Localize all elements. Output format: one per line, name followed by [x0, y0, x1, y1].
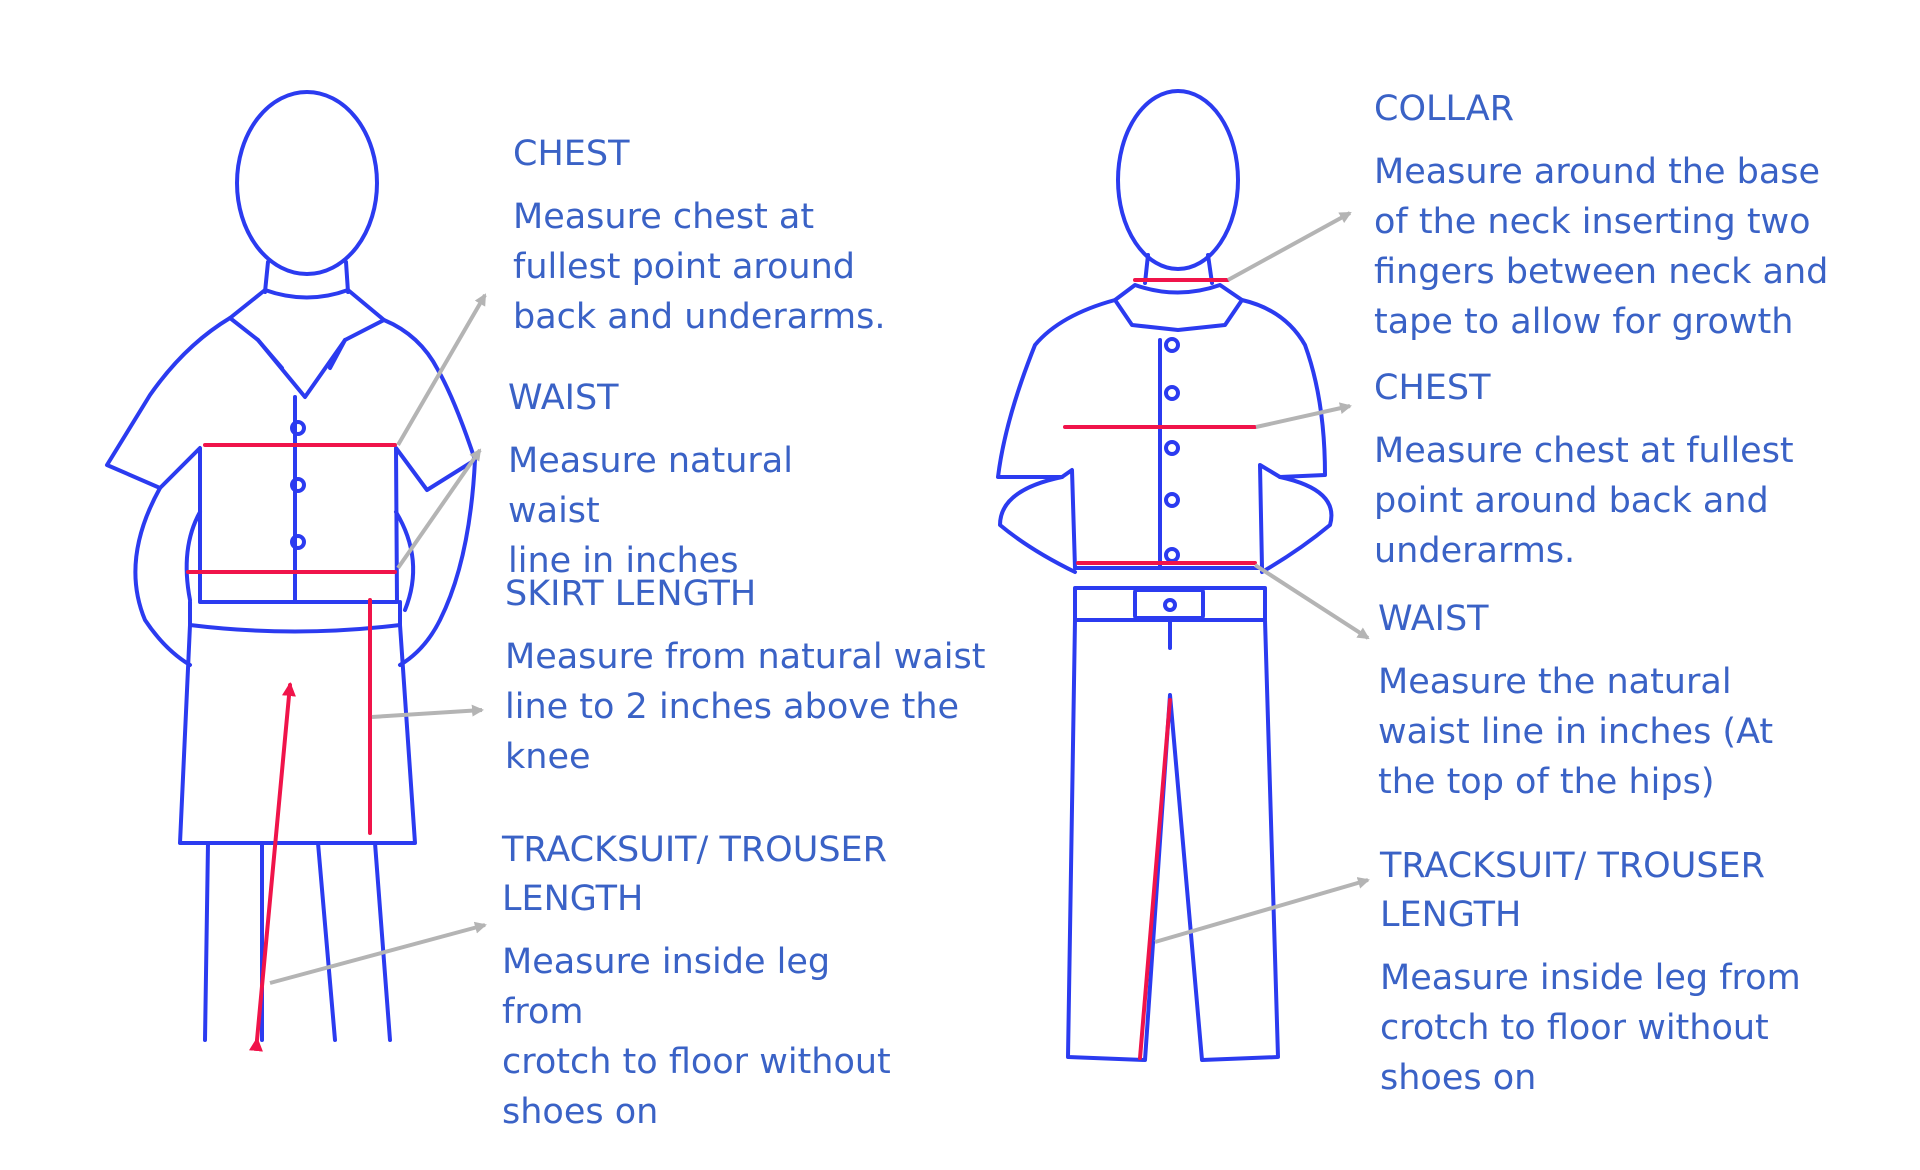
girl-pointer-arrows	[269, 293, 487, 985]
boy-belt-buckle	[1133, 588, 1205, 620]
girl-neck	[263, 260, 350, 294]
girl-chest-heading: CHEST	[513, 134, 630, 174]
girl-shirt	[105, 316, 477, 604]
boy-chest-instructions: Measure chest at fullest point around ba…	[1374, 431, 1794, 571]
girl-waist-pointer	[396, 448, 482, 570]
girl-inside-leg-measure	[249, 682, 296, 1052]
girl-chest-pointer	[396, 293, 487, 447]
boy-trouser-length-heading: TRACKSUIT/ TROUSER LENGTH	[1380, 846, 1765, 935]
boy-collar-instructions: Measure around the base of the neck inse…	[1374, 152, 1829, 342]
girl-chest-annotation: CHEST Measure chest at fullest point aro…	[513, 130, 893, 342]
boy-measure-lines	[1063, 278, 1257, 1060]
boy-waist-pointer	[1253, 563, 1370, 640]
girl-shirt-button	[290, 534, 306, 550]
boy-pointer-arrows	[1154, 211, 1370, 944]
girl-skirt-waistband	[188, 600, 402, 634]
boy-shirt-button	[1164, 547, 1180, 563]
boy-waist-annotation: WAIST Measure the natural waist line in …	[1378, 595, 1858, 807]
boy-trouser-length-instructions: Measure inside leg from crotch to floor …	[1380, 958, 1801, 1098]
girl-right-arm	[398, 458, 477, 667]
girl-legs	[203, 841, 392, 1042]
boy-shirt-button	[1164, 440, 1180, 456]
boy-collar-annotation: COLLAR Measure around the base of the ne…	[1374, 85, 1874, 347]
boy-waist-instructions: Measure the natural waist line in inches…	[1378, 662, 1774, 802]
boy-chest-pointer	[1255, 402, 1352, 429]
boy-waist-heading: WAIST	[1378, 599, 1489, 639]
boy-chest-heading: CHEST	[1374, 368, 1491, 408]
girl-skirt-length-annotation: SKIRT LENGTH Measure from natural waist …	[505, 570, 1005, 782]
boy-collar-heading: COLLAR	[1374, 89, 1515, 129]
girl-chest-instructions: Measure chest at fullest point around ba…	[513, 197, 886, 337]
girl-skirt-pointer	[371, 704, 484, 719]
boy-right-arm	[1260, 475, 1334, 574]
boy-collar-pointer	[1227, 211, 1352, 282]
girl-waist-annotation: WAIST Measure natural waist line in inch…	[508, 374, 888, 586]
girl-waist-heading: WAIST	[508, 378, 619, 418]
girl-trouser-length-instructions: Measure inside leg from crotch to floor …	[502, 942, 891, 1132]
boy-belt	[1073, 586, 1267, 622]
boy-trouser-length-annotation: TRACKSUIT/ TROUSER LENGTH Measure inside…	[1380, 842, 1860, 1103]
girl-head	[235, 90, 379, 276]
boy-shirt	[996, 298, 1327, 570]
girl-shirt-button	[290, 420, 306, 436]
girl-figure	[105, 90, 477, 1042]
boy-chest-annotation: CHEST Measure chest at fullest point aro…	[1374, 364, 1854, 576]
boy-shirt-button	[1164, 337, 1180, 353]
girl-measure-lines	[186, 443, 397, 1052]
boy-shirt-button	[1164, 492, 1180, 508]
girl-left-arm	[133, 486, 192, 667]
girl-trouser-pointer	[269, 921, 487, 985]
girl-skirt	[178, 623, 417, 845]
boy-inside-leg-measure	[1138, 698, 1172, 1060]
girl-waist-instructions: Measure natural waist line in inches	[508, 441, 793, 581]
girl-trouser-length-annotation: TRACKSUIT/ TROUSER LENGTH Measure inside…	[502, 826, 922, 1137]
girl-skirt-length-instructions: Measure from natural waist line to 2 inc…	[505, 637, 986, 777]
girl-skirt-length-heading: SKIRT LENGTH	[505, 574, 757, 614]
boy-collar	[1113, 283, 1244, 332]
boy-trousers	[1066, 618, 1280, 1062]
boy-trouser-pointer	[1154, 877, 1370, 944]
boy-left-arm	[998, 475, 1077, 574]
boy-shirt-button	[1164, 385, 1180, 401]
boy-head	[1116, 89, 1240, 271]
girl-trouser-length-heading: TRACKSUIT/ TROUSER LENGTH	[502, 830, 887, 919]
boy-figure	[996, 89, 1334, 1062]
girl-shirt-button	[290, 477, 306, 493]
girl-collar	[228, 288, 386, 399]
